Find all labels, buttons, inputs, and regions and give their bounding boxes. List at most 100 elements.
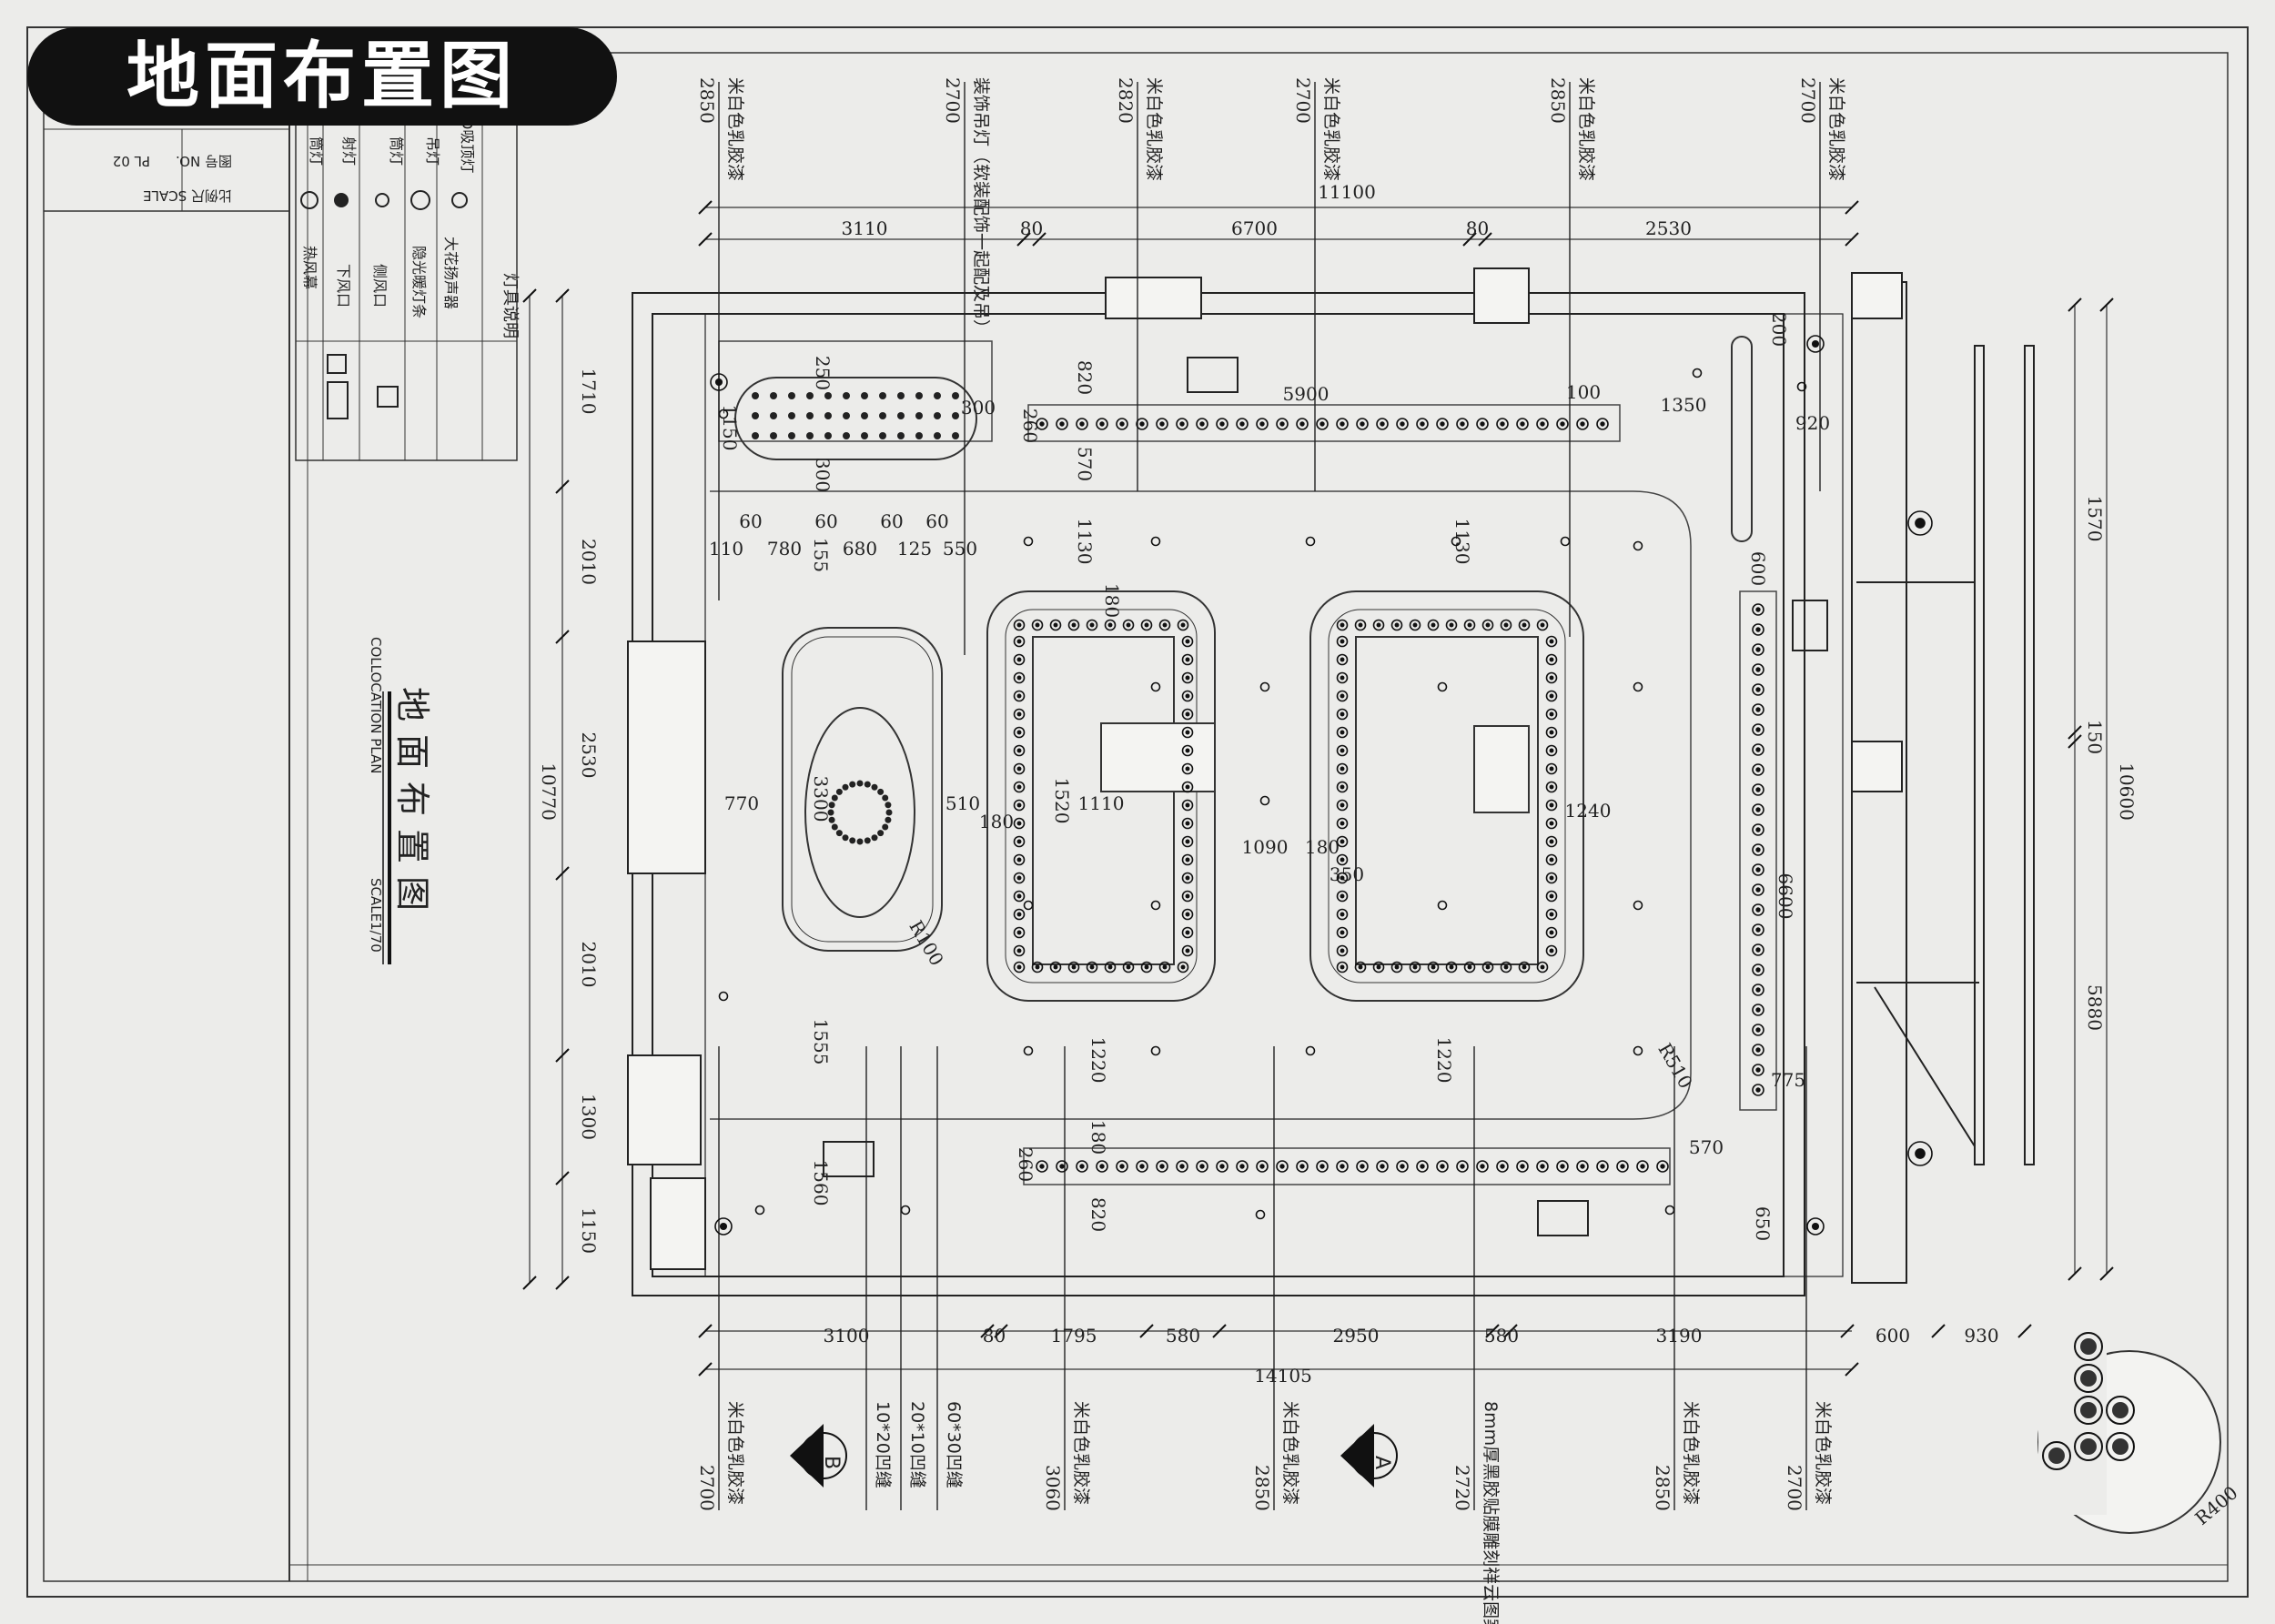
dim-left: 2010 bbox=[578, 539, 600, 585]
light-fixture bbox=[1752, 963, 1764, 976]
dim-interior: 125 bbox=[897, 538, 932, 560]
light-fixture-core bbox=[1467, 622, 1472, 628]
light-fixture-core bbox=[1016, 711, 1022, 717]
dim-interior: 260 bbox=[1015, 1147, 1036, 1182]
dim-interior: 200 bbox=[1768, 312, 1790, 347]
light-fixture-core bbox=[1755, 1007, 1761, 1013]
drawing-no: PL 02 bbox=[113, 153, 150, 169]
light-fixture-core bbox=[1340, 730, 1345, 735]
light-fixture bbox=[1256, 1160, 1269, 1173]
light-fixture-core bbox=[1549, 948, 1554, 953]
dim-interior: 60 bbox=[880, 510, 903, 532]
callout-bottom-height: 2850 bbox=[1251, 1465, 1273, 1511]
light-fixture bbox=[1104, 961, 1117, 973]
light-fixture bbox=[1296, 418, 1309, 430]
light-fixture bbox=[1096, 418, 1108, 430]
light-fixture bbox=[1616, 1160, 1629, 1173]
light-fixture-core bbox=[1755, 827, 1761, 832]
light-fixture bbox=[1013, 762, 1026, 775]
dim-interior: 1240 bbox=[1565, 800, 1612, 822]
legend-item: 筒灯 bbox=[388, 136, 405, 166]
light-fixture bbox=[1806, 1217, 1825, 1236]
light-fixture-core bbox=[1394, 964, 1400, 970]
callout-bottom-height: 2700 bbox=[696, 1465, 718, 1511]
light-fixture bbox=[1158, 961, 1171, 973]
dim-interior: 110 bbox=[709, 538, 743, 560]
light-fixture bbox=[1545, 708, 1558, 721]
light-fixture bbox=[1752, 943, 1764, 956]
light-fixture-core bbox=[1016, 857, 1022, 862]
light-fixture-core bbox=[1053, 622, 1058, 628]
light-fixture bbox=[1181, 872, 1194, 884]
light-fixture-core bbox=[1185, 693, 1190, 699]
light-fixture-core bbox=[1540, 1164, 1545, 1169]
downlight bbox=[1023, 536, 1034, 547]
light-fixture bbox=[1396, 418, 1409, 430]
light-fixture bbox=[714, 1217, 733, 1236]
island-oval bbox=[782, 627, 943, 952]
dimension-ticks bbox=[522, 200, 2114, 1377]
title-badge: 地面布置图 bbox=[27, 27, 617, 126]
light-fixture-core bbox=[1503, 622, 1509, 628]
light-fixture-core bbox=[1549, 657, 1554, 662]
callout-bottom-text: 20*10凹缝 bbox=[907, 1401, 927, 1488]
downlight bbox=[754, 1205, 765, 1215]
dim-left: 1300 bbox=[578, 1094, 600, 1140]
light-fixture-core bbox=[1549, 693, 1554, 699]
chandelier-crystal bbox=[897, 412, 905, 419]
light-fixture bbox=[1336, 744, 1349, 757]
ceiling-ring-dot bbox=[856, 780, 864, 787]
downlight bbox=[1664, 1205, 1675, 1215]
display-table-right bbox=[1309, 590, 1584, 1002]
ceiling-ring-dot bbox=[831, 794, 838, 802]
light-fixture bbox=[1036, 1160, 1048, 1173]
dim-interior: 1130 bbox=[1451, 519, 1473, 565]
chandelier-crystal bbox=[934, 432, 941, 439]
light-fixture-core bbox=[1126, 964, 1131, 970]
light-fixture bbox=[1372, 619, 1385, 631]
section-mark-b: B bbox=[790, 1424, 847, 1488]
light-fixture bbox=[1181, 653, 1194, 666]
light-fixture-core bbox=[1340, 675, 1345, 681]
light-fixture bbox=[1536, 961, 1549, 973]
light-fixture-core bbox=[1755, 707, 1761, 712]
light-fixture-core bbox=[1811, 339, 1820, 348]
light-fixture-core bbox=[1549, 675, 1554, 681]
downlight bbox=[1796, 381, 1807, 392]
light-fixture-core bbox=[1185, 821, 1190, 826]
dim-interior: 770 bbox=[724, 792, 759, 814]
light-fixture-core bbox=[1185, 748, 1190, 753]
light-fixture bbox=[1031, 619, 1044, 631]
detail-fixture bbox=[2042, 1441, 2071, 1470]
chandelier-crystal bbox=[788, 392, 795, 399]
light-fixture-core bbox=[1119, 1164, 1125, 1169]
light-fixture bbox=[1545, 872, 1558, 884]
light-fixture-core bbox=[1180, 964, 1186, 970]
light-fixture bbox=[1456, 1160, 1469, 1173]
light-fixture bbox=[1476, 418, 1489, 430]
light-fixture-core bbox=[1449, 964, 1454, 970]
legend-item: 射灯 bbox=[340, 136, 358, 166]
light-fixture bbox=[1409, 619, 1421, 631]
light-fixture bbox=[1752, 1024, 1764, 1036]
light-fixture-core bbox=[1016, 784, 1022, 790]
light-fixture-core bbox=[1485, 622, 1491, 628]
light-fixture-core bbox=[1059, 421, 1065, 427]
light-fixture bbox=[1576, 418, 1589, 430]
light-fixture bbox=[1752, 983, 1764, 996]
vent-grilles bbox=[823, 357, 1828, 1236]
light-fixture-core bbox=[1549, 802, 1554, 808]
light-fixture bbox=[1545, 726, 1558, 739]
light-fixture bbox=[1336, 671, 1349, 684]
chandelier-crystal bbox=[806, 392, 814, 399]
light-fixture bbox=[1427, 961, 1440, 973]
ceiling-ring-dot bbox=[877, 830, 885, 837]
light-fixture bbox=[1545, 944, 1558, 957]
light-fixture-core bbox=[1431, 964, 1436, 970]
light-fixture-core bbox=[1755, 747, 1761, 752]
light-fixture bbox=[1500, 619, 1512, 631]
light-fixture bbox=[1596, 1160, 1609, 1173]
dim-interior: 260 bbox=[1019, 409, 1041, 443]
light-fixture-core bbox=[1600, 421, 1605, 427]
light-fixture bbox=[1156, 418, 1168, 430]
